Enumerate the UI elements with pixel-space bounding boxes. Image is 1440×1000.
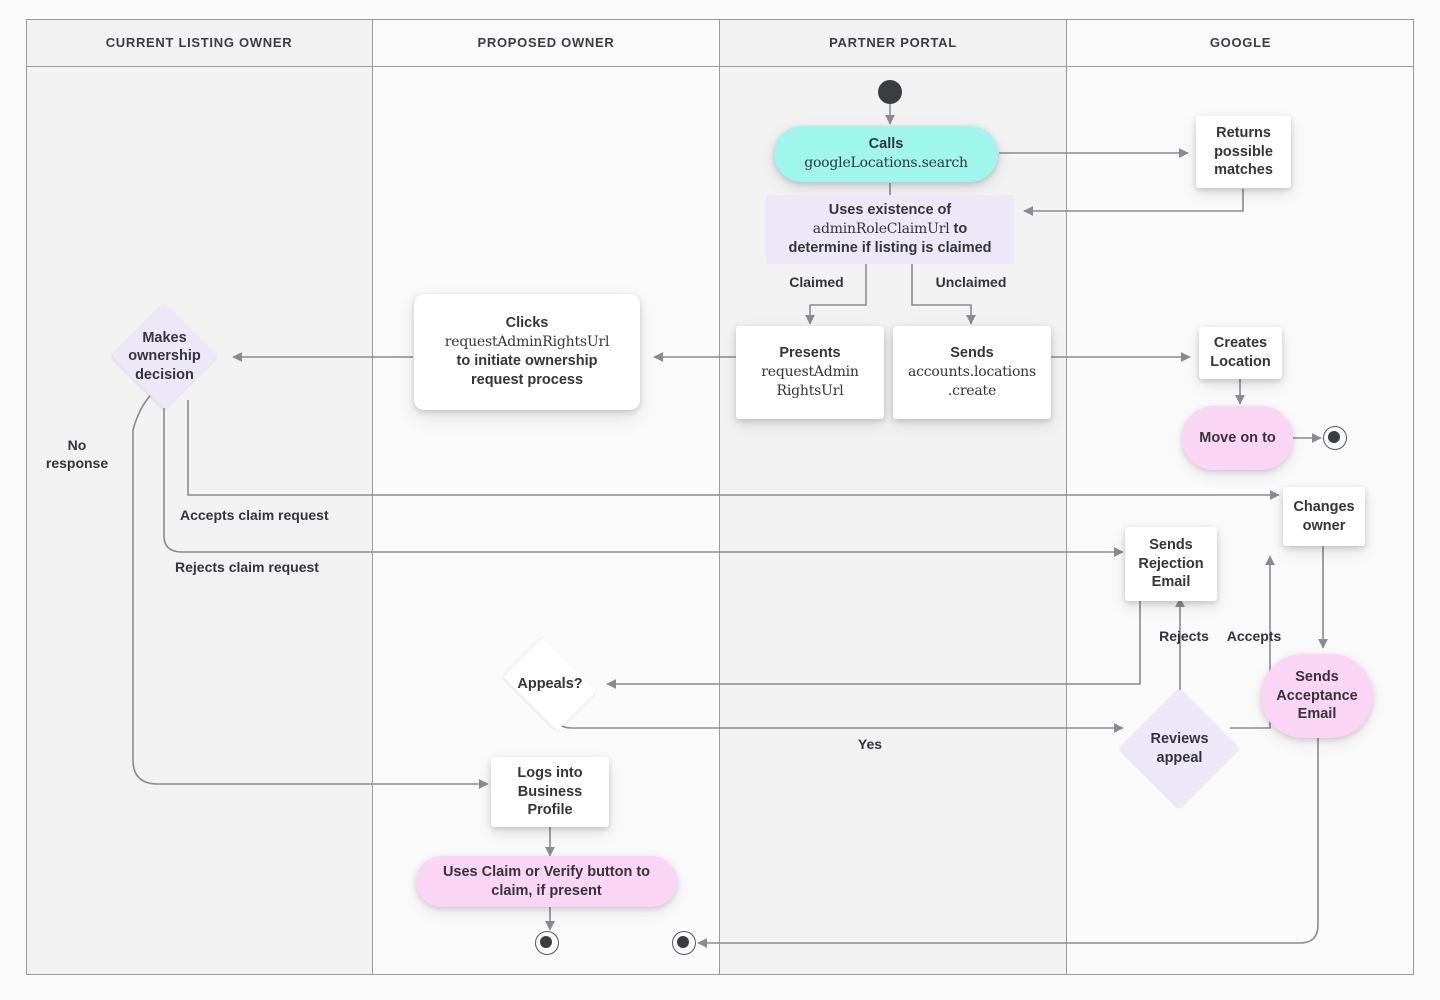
edge-label-rejects: Rejects bbox=[1159, 628, 1209, 644]
node-logs-in-label: Logs into Business Profile bbox=[517, 764, 583, 819]
edge-label-no-response: No response bbox=[45, 437, 109, 471]
node-reviews-appeal[interactable]: Reviews appeal bbox=[1118, 687, 1241, 810]
node-uses-claim-label: Uses Claim or Verify button to claim, if… bbox=[442, 863, 651, 899]
edge-label-claimed: Claimed bbox=[789, 274, 844, 290]
start-terminator bbox=[878, 80, 902, 104]
node-appeals-label: Appeals? bbox=[517, 675, 583, 692]
edge-label-rejects-claim-request: Rejects claim request bbox=[175, 559, 319, 575]
node-uses-existence-adminroleclaimurl[interactable]: Uses existence of adminRoleClaimUrl to d… bbox=[766, 195, 1014, 264]
node-changes-owner-label: Changes owner bbox=[1293, 498, 1355, 534]
node-creates-location[interactable]: Creates Location bbox=[1199, 327, 1282, 379]
node-calls-line1: Calls bbox=[868, 136, 904, 153]
node-clicks-requestadminrightsurl[interactable]: Clicks requestAdminRightsUrl to initiate… bbox=[414, 294, 640, 410]
node-sends-rejection-email-label: Sends Rejection Email bbox=[1138, 536, 1204, 591]
node-sends-create-line2: accounts.locations bbox=[908, 364, 1036, 381]
node-uses-line3: determine if listing is claimed bbox=[788, 239, 992, 256]
node-clicks-line4: request process bbox=[470, 371, 584, 388]
node-sends-rejection-email[interactable]: Sends Rejection Email bbox=[1125, 527, 1217, 601]
node-clicks-line1: Clicks bbox=[505, 315, 549, 332]
node-uses-code: adminRoleClaimUrl bbox=[812, 221, 950, 238]
node-presents-line2: requestAdmin bbox=[761, 364, 859, 381]
lane-header-partner-portal: PARTNER PORTAL bbox=[720, 19, 1067, 66]
node-calls-googlelocations-search[interactable]: Calls googleLocations.search bbox=[774, 126, 998, 182]
node-presents-line3: RightsUrl bbox=[776, 382, 844, 399]
lane-header-row: CURRENT LISTING OWNER PROPOSED OWNER PAR… bbox=[26, 19, 1414, 67]
node-makes-ownership-decision-label: Makes ownership decision bbox=[128, 330, 201, 383]
node-reviews-appeal-label: Reviews appeal bbox=[1150, 731, 1209, 766]
node-creates-location-label: Creates Location bbox=[1210, 335, 1271, 370]
edge-label-accepts-claim-request: Accepts claim request bbox=[180, 507, 329, 523]
node-sends-accounts-locations-create[interactable]: Sends accounts.locations .create bbox=[893, 326, 1051, 419]
node-uses-line1: Uses existence of bbox=[828, 202, 952, 219]
end-terminator-proposed-owner bbox=[535, 931, 559, 955]
node-returns-label: Returns possible matches bbox=[1214, 124, 1273, 179]
node-move-on-to-label: Move on to bbox=[1199, 429, 1276, 446]
node-clicks-line3: to initiate ownership bbox=[456, 353, 598, 369]
lane-header-current-listing-owner: CURRENT LISTING OWNER bbox=[26, 19, 373, 66]
node-sends-create-line3: .create bbox=[947, 382, 997, 399]
node-logs-into-business-profile[interactable]: Logs into Business Profile bbox=[491, 757, 609, 827]
node-makes-ownership-decision[interactable]: Makes ownership decision bbox=[110, 302, 219, 411]
edge-label-unclaimed: Unclaimed bbox=[935, 274, 1007, 290]
node-move-on-to[interactable]: Move on to bbox=[1182, 406, 1293, 470]
node-sends-acceptance-email-label: Sends Acceptance Email bbox=[1276, 668, 1358, 723]
node-clicks-code: requestAdminRightsUrl bbox=[444, 334, 610, 351]
node-calls-line2: googleLocations.search bbox=[804, 155, 968, 171]
node-presents-requestadminrightsurl[interactable]: Presents requestAdmin RightsUrl bbox=[736, 326, 884, 419]
node-presents-line1: Presents bbox=[779, 345, 841, 362]
node-changes-owner[interactable]: Changes owner bbox=[1283, 487, 1365, 546]
lane-header-google: GOOGLE bbox=[1209, 35, 1272, 50]
node-uses-line2-tail: to bbox=[949, 221, 968, 238]
node-returns-possible-matches[interactable]: Returns possible matches bbox=[1196, 116, 1291, 188]
edge-label-yes: Yes bbox=[857, 736, 883, 752]
lane-header-proposed-owner: PROPOSED OWNER bbox=[373, 19, 720, 66]
end-terminator-partner-portal bbox=[672, 931, 696, 955]
node-appeals-decision[interactable]: Appeals? bbox=[496, 636, 604, 732]
edge-label-accepts: Accepts bbox=[1226, 628, 1282, 644]
lane-proposed-owner bbox=[373, 19, 720, 975]
end-terminator-google bbox=[1323, 426, 1347, 450]
node-sends-create-line1: Sends bbox=[950, 345, 994, 362]
lane-current-listing-owner bbox=[26, 19, 373, 975]
node-sends-acceptance-email[interactable]: Sends Acceptance Email bbox=[1261, 654, 1373, 738]
node-uses-claim-or-verify-button[interactable]: Uses Claim or Verify button to claim, if… bbox=[416, 856, 677, 907]
